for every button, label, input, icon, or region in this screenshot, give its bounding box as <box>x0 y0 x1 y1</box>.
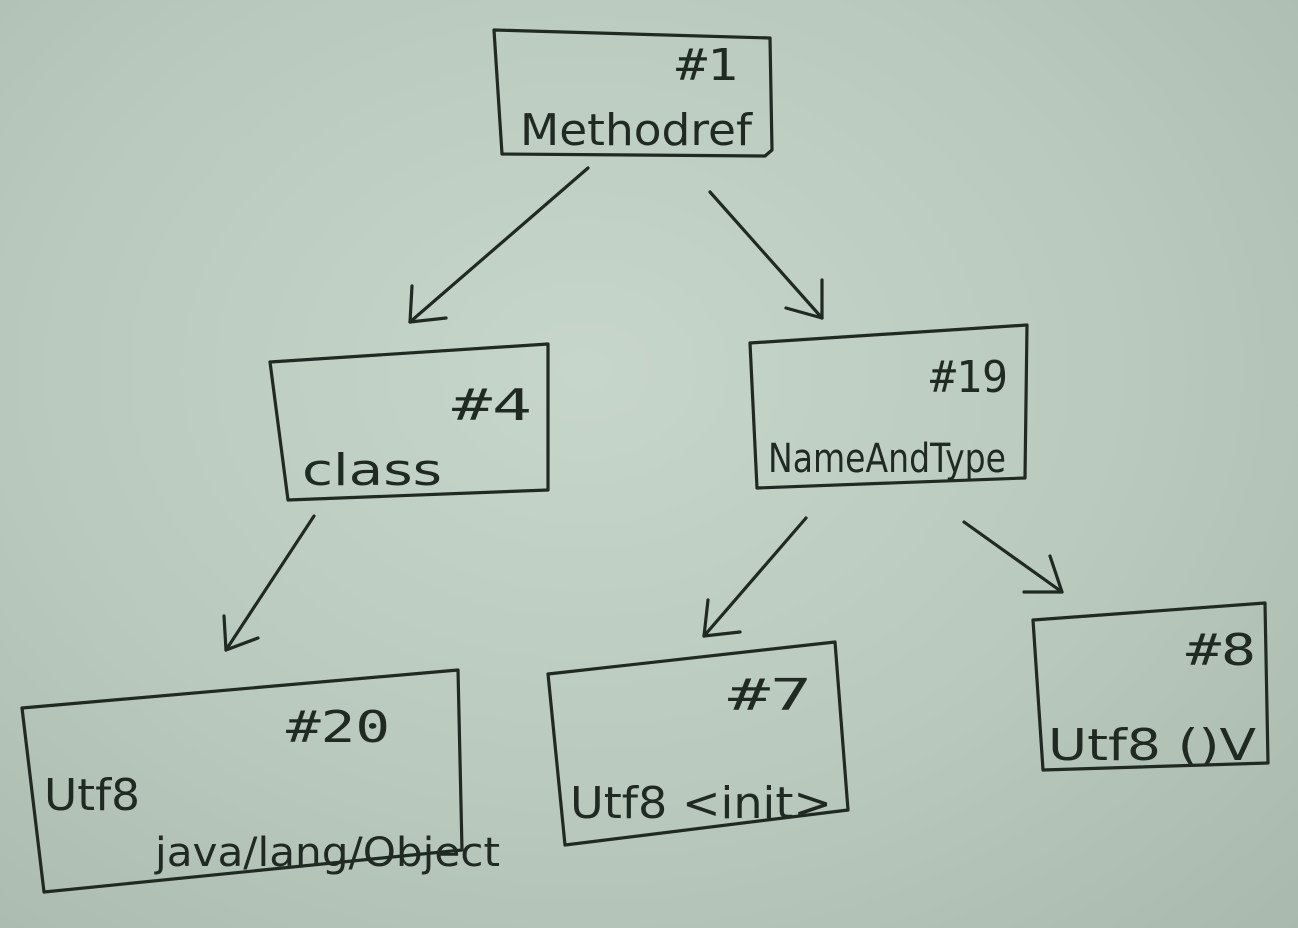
node-utf8-object-tag: Utf8 <box>44 770 140 821</box>
node-utf8-void-label: Utf8 ()V <box>1048 720 1256 771</box>
node-utf8-object-id: #20 <box>286 702 390 753</box>
edge-methodref-to-class-arrowhead <box>408 284 448 324</box>
edge-name-and-type-to-utf8-init-arrowhead <box>702 598 742 638</box>
node-utf8-void-id: #8 <box>1186 625 1256 676</box>
node-name-and-type-id: #19 <box>930 352 1008 403</box>
node-utf8-init-label: Utf8 <init> <box>570 778 832 829</box>
node-utf8-init: #7 Utf8 <init> <box>546 640 850 847</box>
node-utf8-object-value: java/lang/Object <box>154 830 500 876</box>
node-utf8-object-box <box>20 668 464 894</box>
edge-name-and-type-to-utf8-init <box>702 516 808 638</box>
edge-name-and-type-to-utf8-void-line <box>962 520 1064 594</box>
node-name-and-type-box <box>748 323 1029 490</box>
node-utf8-init-id: #7 <box>728 670 812 721</box>
node-utf8-object: #20 Utf8 java/lang/Object <box>20 668 500 894</box>
edge-methodref-to-class-line <box>408 166 590 324</box>
node-class-label: class <box>302 445 442 496</box>
edge-name-and-type-to-utf8-void <box>962 520 1064 594</box>
edge-methodref-to-name-and-type <box>708 190 824 320</box>
edge-name-and-type-to-utf8-void-arrowhead <box>1022 554 1064 594</box>
node-name-and-type: #19 NameAndType <box>748 323 1029 490</box>
node-utf8-void: #8 Utf8 ()V <box>1031 601 1270 772</box>
node-utf8-void-box <box>1031 601 1270 772</box>
node-class-id: #4 <box>452 380 532 431</box>
edge-class-to-utf8-object-arrowhead <box>222 614 260 652</box>
node-methodref-id: #1 <box>676 40 738 91</box>
node-methodref-box <box>492 28 774 158</box>
node-methodref-label: Methodref <box>520 105 754 156</box>
node-class: #4 class <box>268 342 550 502</box>
edge-methodref-to-name-and-type-line <box>708 190 824 320</box>
node-utf8-init-box <box>546 640 850 847</box>
node-methodref: #1 Methodref <box>492 28 774 158</box>
edge-name-and-type-to-utf8-init-line <box>702 516 808 638</box>
node-class-box <box>268 342 550 502</box>
edge-class-to-utf8-object-line <box>224 514 316 652</box>
node-name-and-type-label: NameAndType <box>768 436 1006 482</box>
edge-methodref-to-name-and-type-arrowhead <box>784 278 824 320</box>
edge-methodref-to-class <box>408 166 590 324</box>
edge-class-to-utf8-object <box>222 514 316 652</box>
